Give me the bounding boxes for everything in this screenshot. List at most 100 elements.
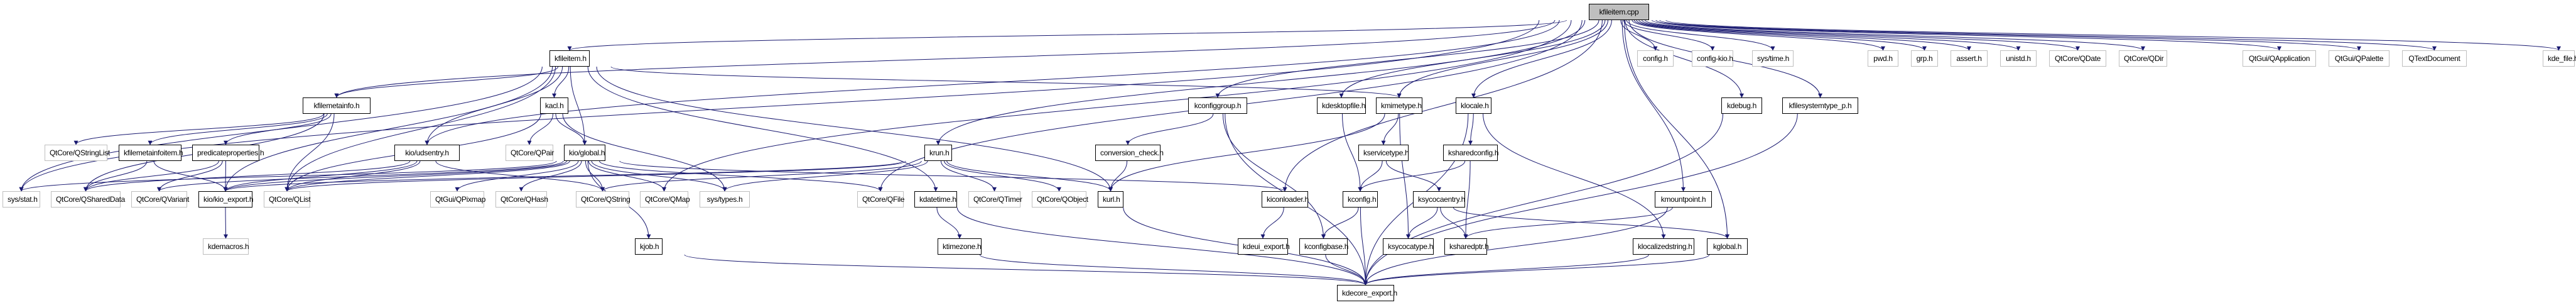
node-ksycocaentry-h[interactable]: ksycocaentry.h <box>1413 191 1465 208</box>
edge-kio-global-h-to-sys-types-h <box>591 160 727 192</box>
node-qtextdocument[interactable]: QTextDocument <box>2402 50 2467 67</box>
node-kfileitem-cpp[interactable]: kfileitem.cpp <box>1589 4 1649 20</box>
node-kurl-h[interactable]: kurl.h <box>1098 191 1123 208</box>
node-kmimetype-h[interactable]: kmimetype.h <box>1376 97 1422 114</box>
node-unistd-h[interactable]: unistd.h <box>2000 50 2037 67</box>
node-predicateproperties-h[interactable]: predicateproperties.h <box>192 145 264 161</box>
node-kiconloader-h[interactable]: kiconloader.h <box>1262 191 1309 208</box>
edge-ktimezone-h-to-kdecore-export-h <box>979 254 1368 286</box>
node-pwd-h[interactable]: pwd.h <box>1868 50 1898 67</box>
node-ktimezone-h[interactable]: ktimezone.h <box>938 238 982 255</box>
edge-klocale-h-to-klocalizedstring-h <box>1483 113 1666 239</box>
node-ksharedconfig-h[interactable]: ksharedconfig.h <box>1443 145 1499 161</box>
node-qdir[interactable]: QtCore/QDir <box>2119 50 2167 67</box>
node-kio-udsentry-h[interactable]: kio/udsentry.h <box>394 145 460 161</box>
edge-kfileitem-h-to-kfilemetainfo-h <box>334 66 558 98</box>
node-qapplication[interactable]: QtGui/QApplication <box>2243 50 2316 67</box>
edge-kfileitem-cpp-to-assert-h <box>1636 19 1971 51</box>
edge-kfileitem-cpp-to-kconfiggroup-h <box>1215 19 1599 98</box>
edge-krun-h-to-kio-export-h <box>223 160 903 192</box>
edge-kacl-h-to-kio-global-h <box>555 113 587 145</box>
node-sys-stat-h[interactable]: sys/stat.h <box>3 191 40 208</box>
edge-ksharedconfig-h-to-ksharedptr-h <box>1463 160 1471 239</box>
edge-kjob-h-to-kdecore-export-h <box>684 254 1368 286</box>
edge-kfileitem-cpp-to-kio-udsentry-h <box>425 19 1560 145</box>
edge-predicateproperties-h-to-qvariant <box>157 160 223 192</box>
node-qvariant[interactable]: QtCore/QVariant <box>131 191 189 208</box>
node-krun-h[interactable]: krun.h <box>924 145 952 161</box>
edge-kio-udsentry-h-to-kio-export-h <box>223 160 418 192</box>
node-grp-h[interactable]: grp.h <box>1911 50 1938 67</box>
edge-kfileitem-h-to-kdatetime-h <box>587 66 938 192</box>
node-kdeui-export-h[interactable]: kdeui_export.h <box>1238 238 1290 255</box>
node-qpair[interactable]: QtCore/QPair <box>506 145 554 161</box>
node-qstringlist[interactable]: QtCore/QStringList <box>45 145 110 161</box>
node-qstring[interactable]: QtCore/QString <box>576 191 630 208</box>
node-assert-h[interactable]: assert.h <box>1951 50 1988 67</box>
node-kmountpoint-h[interactable]: kmountpoint.h <box>1655 191 1712 208</box>
node-kde-file-h[interactable]: kde_file.h <box>2543 50 2576 67</box>
edge-kdatetime-h-to-ktimezone-h <box>936 207 962 239</box>
edge-klocale-h-to-ksharedconfig-h <box>1468 113 1474 145</box>
node-klocale-h[interactable]: klocale.h <box>1456 97 1491 114</box>
node-kdebug-h[interactable]: kdebug.h <box>1721 97 1762 114</box>
node-qpalette[interactable]: QtGui/QPalette <box>2329 50 2389 67</box>
node-qpixmap[interactable]: QtGui/QPixmap <box>430 191 485 208</box>
node-conversion-check-h[interactable]: conversion_check.h <box>1095 145 1164 161</box>
node-sys-time-h[interactable]: sys/time.h <box>1752 50 1794 67</box>
edge-kfileitem-cpp-to-qtextdocument <box>1659 19 2437 51</box>
node-qmap[interactable]: QtCore/QMap <box>640 191 690 208</box>
edge-kfileitem-h-to-kmimetype-h <box>610 66 1402 98</box>
node-kio-global-h[interactable]: kio/global.h <box>564 145 605 161</box>
node-klocalizedstring-h[interactable]: klocalizedstring.h <box>1633 238 1694 255</box>
edge-kfileitem-cpp-to-kmountpoint-h <box>1621 19 1686 192</box>
node-kservicetype-h[interactable]: kservicetype.h <box>1358 145 1409 161</box>
edge-kmimetype-h-to-ksycocatype-h <box>1399 113 1410 239</box>
edge-kfilemetainfo-h-to-qstringlist <box>73 113 324 145</box>
node-kfilesystemtype-p-h[interactable]: kfilesystemtype_p.h <box>1782 97 1858 114</box>
edge-kfileitem-cpp-to-qapplication <box>1652 19 2281 51</box>
edge-krun-h-to-qlist <box>284 160 906 192</box>
node-qtimer[interactable]: QtCore/QTimer <box>968 191 1022 208</box>
edge-kconfiggroup-h-to-conversion-check-h <box>1125 113 1214 145</box>
node-config-h[interactable]: config.h <box>1637 50 1674 67</box>
node-kacl-h[interactable]: kacl.h <box>540 97 568 114</box>
edge-kfileitem-h-to-kio-global-h <box>570 66 587 145</box>
edge-kmountpoint-h-to-ksharedptr-h <box>1463 207 1673 239</box>
node-qshareddata[interactable]: QtCore/QSharedData <box>51 191 125 208</box>
node-kconfig-h[interactable]: kconfig.h <box>1343 191 1378 208</box>
node-qhash[interactable]: QtCore/QHash <box>495 191 548 208</box>
node-kdemacros-h[interactable]: kdemacros.h <box>203 238 249 255</box>
node-ksharedptr-h[interactable]: ksharedptr.h <box>1444 238 1489 255</box>
node-kfilemetainfoitem-h[interactable]: kfilemetainfoitem.h <box>119 145 183 161</box>
node-kfilemetainfo-h[interactable]: kfilemetainfo.h <box>303 97 371 114</box>
node-config-kio-h[interactable]: config-kio.h <box>1692 50 1733 67</box>
node-kconfigbase-h[interactable]: kconfigbase.h <box>1299 238 1348 255</box>
node-qobject[interactable]: QtCore/QObject <box>1032 191 1088 208</box>
node-qlist[interactable]: QtCore/QList <box>264 191 311 208</box>
node-kdatetime-h[interactable]: kdatetime.h <box>914 191 957 208</box>
edge-kfileitem-cpp-to-pwd-h <box>1632 19 1885 51</box>
edge-kfileitem-cpp-to-qdir <box>1645 19 2145 51</box>
edge-kconfigbase-h-to-kdecore-export-h <box>1325 254 1368 286</box>
edge-conversion-check-h-to-kurl-h <box>1108 160 1128 192</box>
node-kio-export-h[interactable]: kio/kio_export.h <box>198 191 254 208</box>
node-kjob-h[interactable]: kjob.h <box>635 238 663 255</box>
node-ksycocatype-h[interactable]: ksycocatype.h <box>1383 238 1434 255</box>
node-kdesktopfile-h[interactable]: kdesktopfile.h <box>1317 97 1366 114</box>
node-qdate[interactable]: QtCore/QDate <box>2049 50 2106 67</box>
node-kconfiggroup-h[interactable]: kconfiggroup.h <box>1188 97 1247 114</box>
edge-kmimetype-h-to-kurl-h <box>1108 113 1385 192</box>
edge-kfileitem-h-to-kurl-h <box>596 66 1113 192</box>
edge-kfileitem-cpp-to-kfilemetainfo-h <box>334 19 1556 98</box>
node-sys-types-h[interactable]: sys/types.h <box>700 191 750 208</box>
node-kglobal-h[interactable]: kglobal.h <box>1707 238 1748 255</box>
edge-kfileitem-h-to-qlist <box>284 66 556 192</box>
edge-kfilemetainfoitem-h-to-qshareddata <box>84 160 148 192</box>
edge-kfileitem-cpp-to-kdesktopfile-h <box>1339 19 1606 98</box>
node-kdecore-export-h[interactable]: kdecore_export.h <box>1337 285 1397 301</box>
node-qfile[interactable]: QtCore/QFile <box>857 191 904 208</box>
node-kfileitem-h[interactable]: kfileitem.h <box>549 50 590 67</box>
edge-kiconloader-h-to-kdeui-export-h <box>1260 207 1284 239</box>
edge-kfileitem-cpp-to-sys-time-h <box>1626 19 1775 51</box>
